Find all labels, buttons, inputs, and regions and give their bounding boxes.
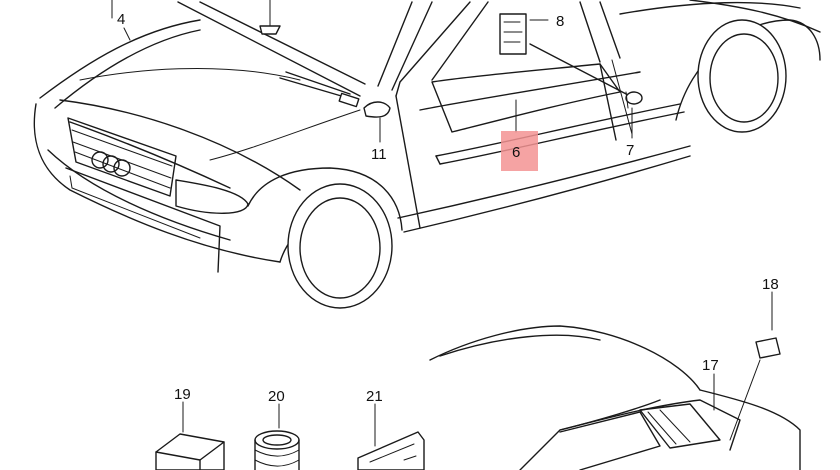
callout-17: 17 <box>702 357 719 374</box>
callout-7: 7 <box>626 142 634 159</box>
callout-11: 11 <box>371 146 387 163</box>
callout-4: 4 <box>117 11 125 28</box>
callout-20: 20 <box>268 388 285 405</box>
cap-part <box>755 337 781 359</box>
callout-21: 21 <box>366 388 383 405</box>
car-front-view <box>33 0 821 309</box>
callout-6: 6 <box>512 144 520 161</box>
clip-part <box>259 25 281 35</box>
box-part <box>155 433 225 470</box>
bracket-part <box>499 13 527 55</box>
highlight-marker <box>501 131 538 171</box>
callout-labels: 4 8 7 6 11 18 17 19 20 21 <box>117 11 779 405</box>
callout-8: 8 <box>556 13 564 30</box>
callout-18: 18 <box>762 276 779 293</box>
callout-19: 19 <box>174 386 191 403</box>
car-rear-view <box>429 325 801 470</box>
strip-part <box>357 431 425 470</box>
leader-lines <box>111 0 773 447</box>
tape-roll-part <box>254 430 300 470</box>
